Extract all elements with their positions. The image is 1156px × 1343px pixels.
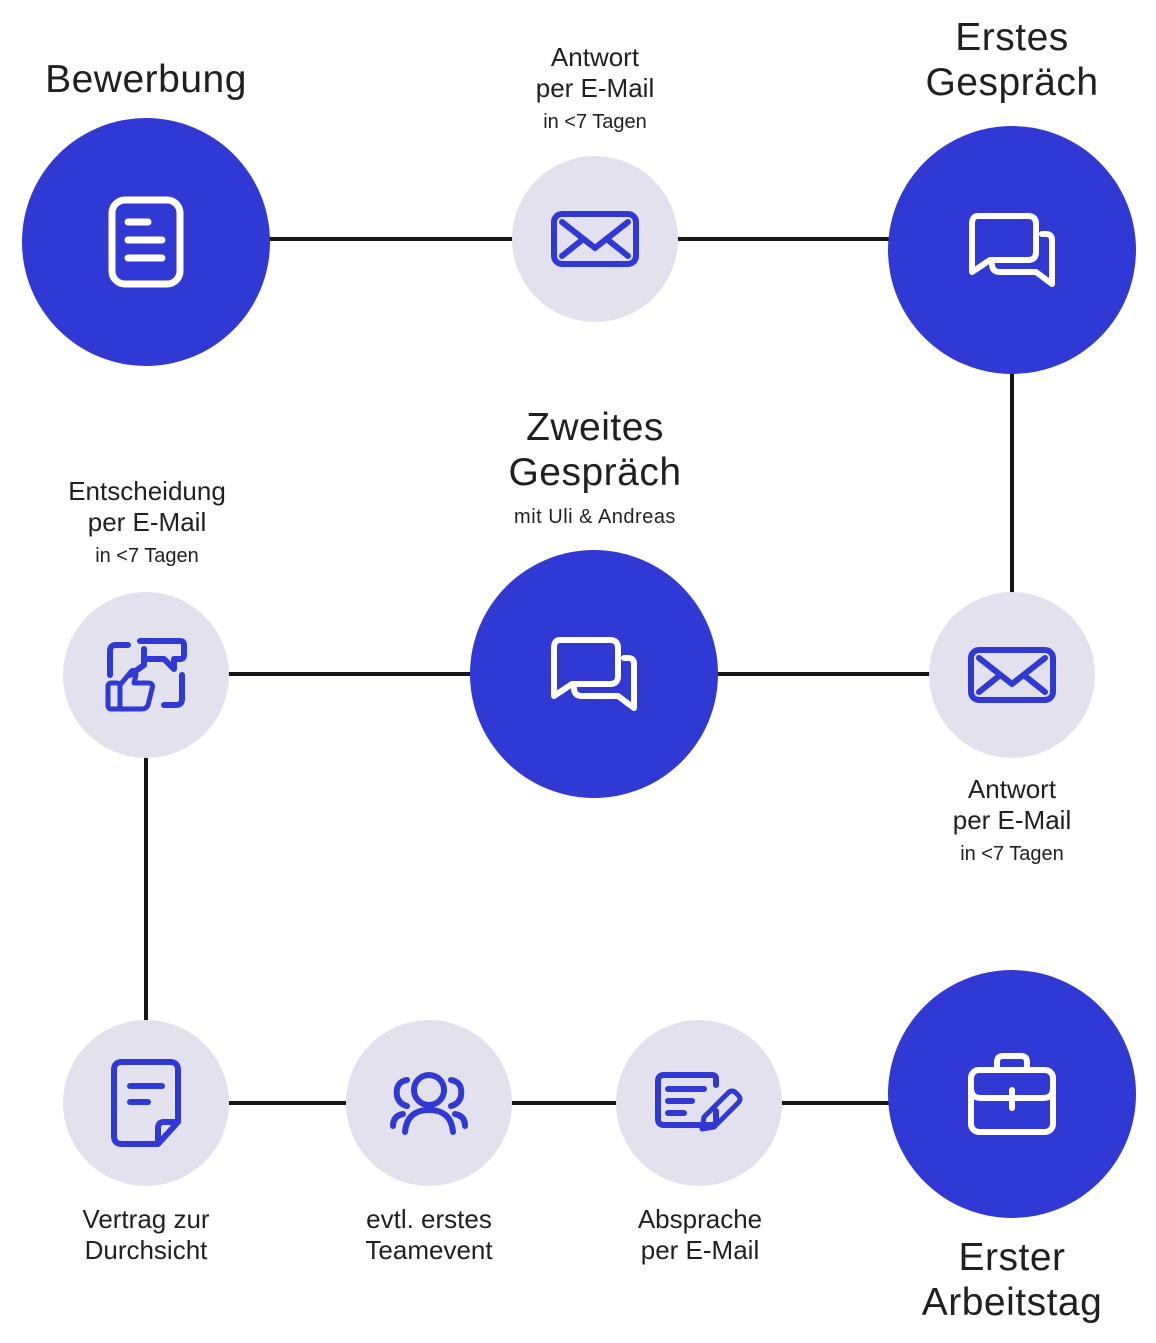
step-bewerbung-title: Bewerbung xyxy=(20,58,272,103)
step-entscheidung-line1: Entscheidung xyxy=(68,476,226,506)
step-teamevent-label: evtl. erstes Teamevent xyxy=(309,1204,549,1265)
step-zweites-gespraech-line2: Gespräch xyxy=(508,450,682,494)
envelope-icon xyxy=(968,647,1056,703)
step-absprache-label: Absprache per E-Mail xyxy=(580,1204,820,1265)
chat-bubbles-icon xyxy=(551,637,637,711)
step-zweites-gespraech-title: Zweites Gespräch mit Uli & Andreas xyxy=(466,406,724,529)
step-teamevent-line1: evtl. erstes xyxy=(366,1204,492,1234)
step-entscheidung-label: Entscheidung per E-Mail in <7 Tagen xyxy=(22,476,272,569)
connector-teamevent-absprache xyxy=(508,1101,620,1105)
people-group-icon xyxy=(390,1072,468,1135)
step-teamevent-circle xyxy=(346,1020,512,1186)
step-vertrag-circle xyxy=(63,1020,229,1186)
step-antwort-1-line1: Antwort xyxy=(550,42,640,72)
step-erster-arbeitstag-line2: Arbeitstag xyxy=(921,1280,1103,1324)
connector-bewerbung-antwort xyxy=(268,237,516,241)
contract-icon xyxy=(111,1059,181,1147)
step-vertrag-label: Vertrag zur Durchsicht xyxy=(26,1204,266,1265)
connector-erstes-gespraech-antwort xyxy=(1010,370,1014,596)
step-antwort-2-sub: in <7 Tagen xyxy=(960,843,1064,866)
step-antwort-2-line1: Antwort xyxy=(967,774,1057,804)
step-antwort-1-sub: in <7 Tagen xyxy=(543,111,647,134)
step-erstes-gespraech-title: Erstes Gespräch xyxy=(880,16,1144,106)
connector-entscheidung-vertrag xyxy=(144,756,148,1022)
step-erstes-gespraech-line2: Gespräch xyxy=(925,60,1099,104)
envelope-icon xyxy=(551,211,639,267)
step-antwort-1-circle xyxy=(512,156,678,322)
step-entscheidung-line2: per E-Mail xyxy=(87,506,207,537)
connector-absprache-erster-arbeitstag xyxy=(778,1101,892,1105)
step-erster-arbeitstag-line1: Erster xyxy=(958,1236,1066,1279)
connector-antwort-zweites-gespraech xyxy=(716,672,932,676)
step-erstes-gespraech-circle xyxy=(888,126,1136,374)
step-antwort-1-label: Antwort per E-Mail in <7 Tagen xyxy=(476,42,714,135)
step-antwort-2-line2: per E-Mail xyxy=(952,804,1072,835)
briefcase-icon xyxy=(968,1053,1056,1135)
step-vertrag-line2: Durchsicht xyxy=(84,1234,208,1265)
step-entscheidung-circle xyxy=(63,592,229,758)
step-zweites-gespraech-line1: Zweites xyxy=(526,406,664,449)
connector-zweites-gespraech-entscheidung xyxy=(226,672,474,676)
step-erster-arbeitstag-title: Erster Arbeitstag xyxy=(880,1236,1144,1326)
step-erstes-gespraech-line1: Erstes xyxy=(955,16,1069,59)
step-antwort-2-circle xyxy=(929,592,1095,758)
step-vertrag-line1: Vertrag zur xyxy=(82,1204,210,1234)
step-antwort-2-label: Antwort per E-Mail in <7 Tagen xyxy=(893,774,1131,867)
document-icon xyxy=(108,196,184,288)
step-teamevent-line2: Teamevent xyxy=(365,1234,493,1265)
connector-vertrag-teamevent xyxy=(226,1101,350,1105)
step-zweites-gespraech-sub: mit Uli & Andreas xyxy=(514,505,676,528)
step-entscheidung-sub: in <7 Tagen xyxy=(95,545,199,568)
step-erster-arbeitstag-circle xyxy=(888,970,1136,1218)
step-zweites-gespraech-circle xyxy=(470,550,718,798)
step-bewerbung-circle xyxy=(22,118,270,366)
step-absprache-circle xyxy=(616,1020,782,1186)
thumbs-up-frame-icon xyxy=(105,638,187,712)
step-bewerbung-title-text: Bewerbung xyxy=(45,58,247,101)
step-antwort-1-line2: per E-Mail xyxy=(535,72,655,103)
step-absprache-line2: per E-Mail xyxy=(640,1234,760,1265)
connector-antwort-erstes-gespraech xyxy=(676,237,892,241)
chat-bubbles-icon xyxy=(969,213,1055,287)
step-absprache-line1: Absprache xyxy=(637,1204,763,1234)
form-pen-icon xyxy=(655,1072,743,1132)
